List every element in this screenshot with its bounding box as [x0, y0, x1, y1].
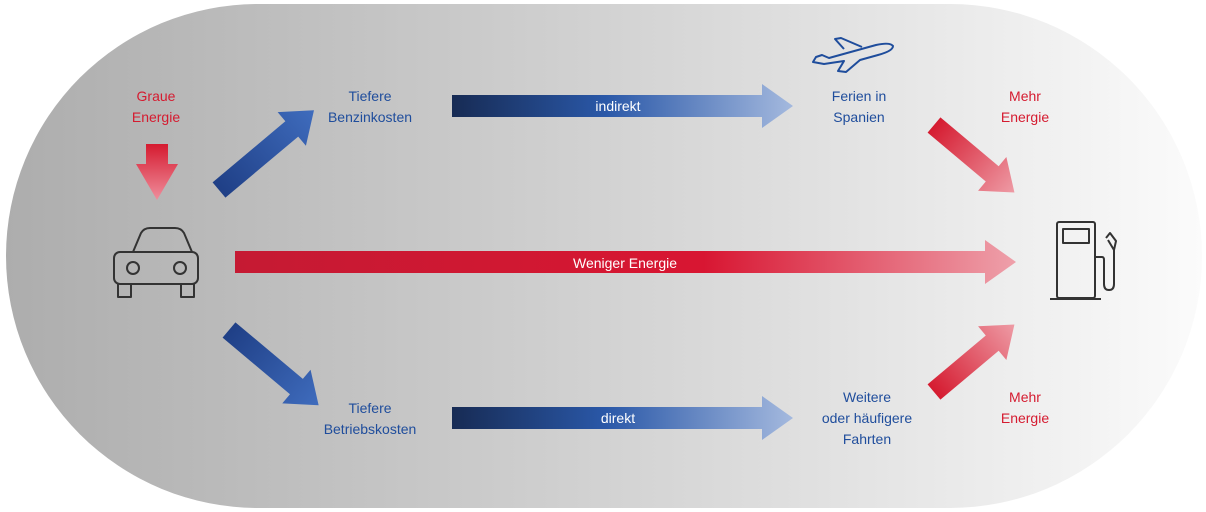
airplane-icon: [812, 37, 894, 73]
svg-text:Energie: Energie: [132, 109, 180, 125]
mehr-energie-bottom-label: Mehr Energie: [1001, 389, 1049, 426]
svg-text:Weitere: Weitere: [843, 389, 891, 405]
svg-text:Spanien: Spanien: [833, 109, 884, 125]
ferien-in-spanien-label: Ferien in Spanien: [832, 88, 886, 125]
svg-text:Energie: Energie: [1001, 109, 1049, 125]
svg-text:Tiefere: Tiefere: [348, 88, 391, 104]
svg-text:oder häufigere: oder häufigere: [822, 410, 913, 426]
weniger-energie-arrow: [235, 240, 1016, 284]
fuel-pump-icon: [1050, 221, 1117, 300]
svg-text:Mehr: Mehr: [1009, 88, 1041, 104]
direkt-arrow: [452, 396, 793, 440]
red-arrow-down-right: [927, 117, 1015, 193]
svg-text:Mehr: Mehr: [1009, 389, 1041, 405]
direkt-label: direkt: [601, 410, 635, 426]
mehr-energie-top-label: Mehr Energie: [1001, 88, 1049, 125]
weitere-fahrten-label: Weitere oder häufigere Fahrten: [822, 389, 913, 447]
blue-arrow-down-right: [222, 322, 319, 406]
car-icon: [113, 227, 199, 298]
tiefere-benzinkosten-label: Tiefere Benzinkosten: [328, 88, 412, 125]
graue-energie-down-arrow: [136, 144, 178, 200]
svg-text:Tiefere: Tiefere: [348, 400, 391, 416]
blue-arrow-up-right: [212, 110, 314, 198]
svg-text:Benzinkosten: Benzinkosten: [328, 109, 412, 125]
red-arrow-up-right: [927, 324, 1015, 400]
svg-text:Betriebskosten: Betriebskosten: [324, 421, 417, 437]
svg-text:Ferien in: Ferien in: [832, 88, 886, 104]
weniger-energie-label: Weniger Energie: [573, 255, 677, 271]
tiefere-betriebskosten-label: Tiefere Betriebskosten: [324, 400, 417, 437]
indirekt-arrow: [452, 84, 793, 128]
svg-text:Fahrten: Fahrten: [843, 431, 891, 447]
graue-energie-label: Graue Energie: [132, 88, 180, 125]
svg-text:Energie: Energie: [1001, 410, 1049, 426]
indirekt-label: indirekt: [595, 98, 640, 114]
svg-text:Graue: Graue: [137, 88, 176, 104]
